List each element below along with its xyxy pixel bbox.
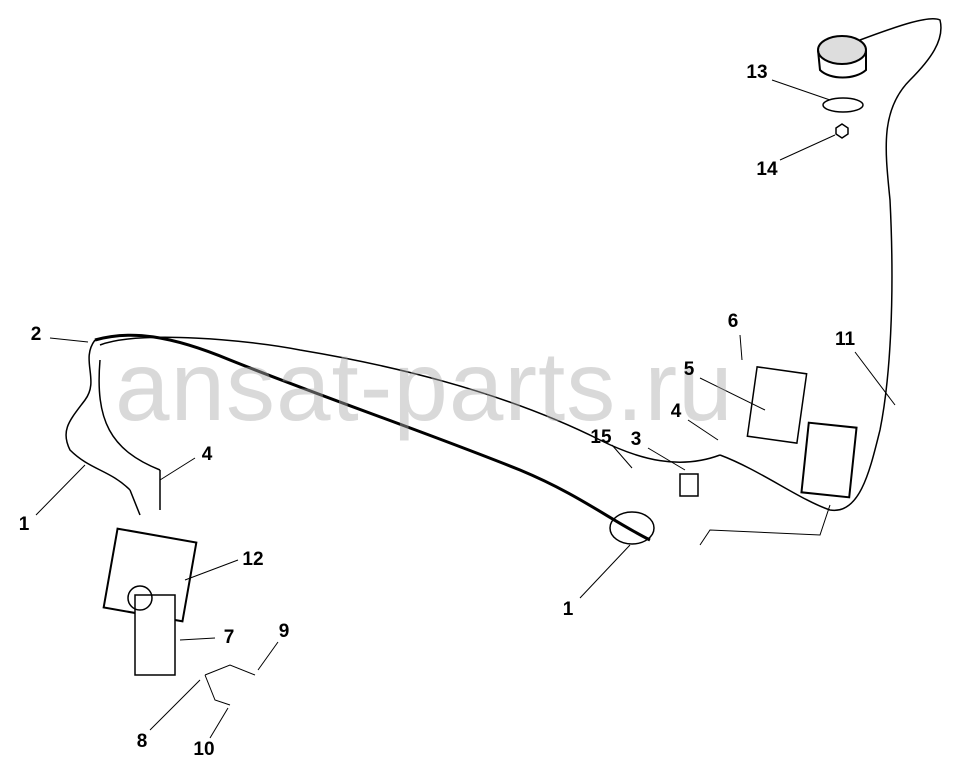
callout-1: 1 bbox=[18, 514, 30, 535]
callout-9: 9 bbox=[278, 621, 290, 642]
siren-part-13 bbox=[817, 35, 867, 65]
siren-body bbox=[817, 49, 867, 79]
callout-12: 12 bbox=[242, 549, 264, 570]
leader-lines bbox=[35, 79, 896, 739]
callout-15: 15 bbox=[590, 427, 612, 448]
bracket-part-13 bbox=[822, 97, 864, 113]
knob bbox=[127, 585, 153, 611]
harness-cable bbox=[94, 333, 651, 542]
callout-7: 7 bbox=[223, 627, 235, 648]
callout-13: 13 bbox=[746, 62, 768, 83]
callout-5: 5 bbox=[683, 359, 695, 380]
control-box-11 bbox=[800, 421, 858, 499]
harness-cable-outline bbox=[65, 17, 942, 511]
callout-14: 14 bbox=[756, 159, 778, 180]
bracket-5 bbox=[746, 366, 808, 444]
callout-2: 2 bbox=[30, 324, 42, 345]
callout-3: 3 bbox=[630, 429, 642, 450]
connector-lines bbox=[699, 504, 831, 546]
watermark: ansat-parts.ru bbox=[115, 331, 734, 441]
nut-part-14 bbox=[835, 123, 849, 139]
bracket-7 bbox=[134, 594, 176, 676]
callout-1: 1 bbox=[562, 599, 574, 620]
clamp-part-1 bbox=[609, 511, 655, 545]
callout-6: 6 bbox=[727, 311, 739, 332]
callout-4: 4 bbox=[670, 401, 682, 422]
callout-8: 8 bbox=[136, 731, 148, 752]
callout-4: 4 bbox=[201, 444, 213, 465]
harness-cable-2 bbox=[98, 359, 161, 516]
hardware-lines bbox=[204, 664, 256, 706]
part-3 bbox=[679, 473, 699, 497]
callout-11: 11 bbox=[834, 329, 856, 350]
callout-10: 10 bbox=[193, 739, 215, 760]
